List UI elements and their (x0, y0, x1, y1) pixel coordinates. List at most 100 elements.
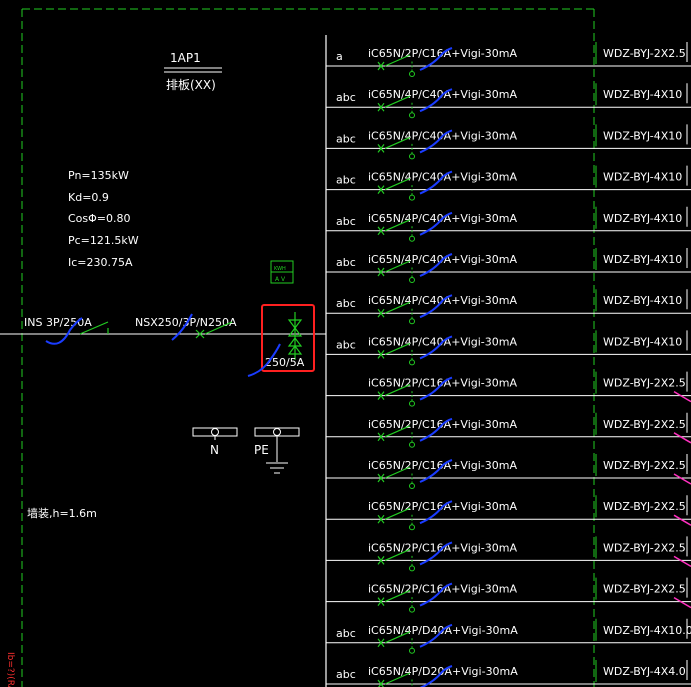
annotation-stroke (419, 47, 453, 71)
breaker-x-mark (377, 144, 385, 153)
annotation-stroke (419, 582, 453, 607)
circuit-cable-label: WDZ-BYJ-4X10 (603, 171, 682, 184)
circuit-phase-label: abc (336, 174, 356, 187)
annotation-stroke (171, 313, 193, 341)
circuit-cable-label: WDZ-BYJ-4X10.0 (603, 624, 691, 637)
circuit-cable-label: WDZ-BYJ-2X2.5 (603, 377, 686, 390)
annotation-stroke-pink (673, 514, 691, 526)
meter-icon: KWH A V (270, 260, 294, 284)
spec-cos: CosΦ=0.80 (68, 212, 131, 225)
rcd-coil (409, 400, 415, 407)
circuit-cable-label: WDZ-BYJ-4X10 (603, 335, 682, 348)
annotation-stroke (419, 541, 453, 566)
spec-ic: Ic=230.75A (68, 256, 133, 269)
meter-label-top: KWH (274, 266, 286, 272)
side-note: Ib=?)(RAP (5, 652, 15, 687)
breaker-blade (384, 548, 411, 561)
annotation-stroke (419, 88, 453, 113)
circuit-cable-label: WDZ-BYJ-4X10 (603, 294, 682, 307)
mount-note: 墙装,h=1.6m (27, 506, 97, 520)
ground-icon (266, 462, 288, 474)
annotation-stroke (419, 417, 453, 442)
rcd-coil (409, 235, 415, 242)
breaker-x-mark (377, 473, 385, 483)
incoming-isolator (79, 321, 233, 339)
rcd-coil (409, 359, 415, 366)
n-terminal-label: N (210, 443, 219, 457)
rcd-coil (409, 112, 415, 119)
breaker-blade (384, 631, 411, 644)
rcd-coil (409, 318, 415, 325)
circuit-cable-label: WDZ-BYJ-4X4.0 (603, 665, 686, 678)
breaker-blade (384, 219, 411, 232)
rcd-coil (409, 524, 415, 531)
circuit-phase-label: a (336, 50, 343, 63)
incoming-breaker-label: NSX250/3P/N250A (135, 316, 237, 329)
breaker-x-mark (377, 638, 385, 648)
breaker-x-mark (377, 267, 385, 277)
circuit-cable-label: WDZ-BYJ-2X2.5 (603, 418, 686, 431)
panel-subtitle: 排板(XX) (166, 78, 216, 92)
enclosure-border (21, 8, 595, 687)
pe-terminal (254, 427, 300, 462)
highlight-box[interactable] (261, 304, 315, 372)
breaker-x-mark (377, 308, 385, 318)
rcd-coil (409, 153, 415, 160)
meter-label-bottom: A V (275, 276, 286, 283)
circuit-cable-label: WDZ-BYJ-2X2.5 (603, 459, 686, 472)
breaker-blade (384, 95, 411, 108)
breaker-x-mark (377, 350, 385, 359)
annotation-stroke (419, 211, 453, 236)
annotation-stroke (419, 376, 453, 401)
breaker-blade (384, 301, 411, 314)
breaker-x-mark (377, 597, 385, 606)
rcd-coil (409, 194, 415, 201)
circuit-phase-label: abc (336, 91, 356, 104)
annotation-stroke (419, 335, 453, 360)
breaker-blade (384, 466, 411, 479)
circuit-cable-label: WDZ-BYJ-4X10 (603, 129, 682, 142)
breaker-x-mark (377, 226, 385, 236)
circuit-phase-label: abc (336, 215, 356, 228)
breaker-blade (384, 136, 411, 149)
rcd-coil (409, 277, 415, 283)
circuit-cable-label: WDZ-BYJ-2X2.5 (603, 583, 686, 596)
annotation-stroke (419, 253, 453, 277)
annotation-stroke-pink (673, 596, 691, 609)
breaker-x-mark (377, 102, 385, 112)
circuit-phase-label: abc (336, 668, 356, 681)
rcd-coil (409, 441, 415, 448)
breaker-blade (384, 672, 411, 685)
annotation-stroke (419, 129, 453, 154)
breaker-x-mark (377, 556, 385, 565)
breaker-x-mark (377, 432, 385, 442)
circuit-cable-label: WDZ-BYJ-4X10 (603, 212, 682, 225)
breaker-blade (384, 425, 411, 438)
breaker-blade (384, 384, 411, 397)
spec-kd: Kd=0.9 (68, 191, 109, 204)
circuit-cable-label: WDZ-BYJ-2X2.5 (603, 541, 686, 554)
breaker-blade (384, 260, 411, 273)
annotation-stroke-pink (673, 390, 691, 403)
spd-symbol (287, 312, 303, 360)
circuit-phase-label: abc (336, 338, 356, 351)
annotation-stroke (419, 294, 453, 319)
circuit-phase-label: abc (336, 297, 356, 310)
annotation-stroke (45, 317, 83, 345)
breaker-blade (384, 54, 411, 67)
rcd-coil (409, 71, 415, 77)
annotation-stroke (419, 459, 453, 483)
circuit-cable-label: WDZ-BYJ-4X10 (603, 88, 682, 101)
